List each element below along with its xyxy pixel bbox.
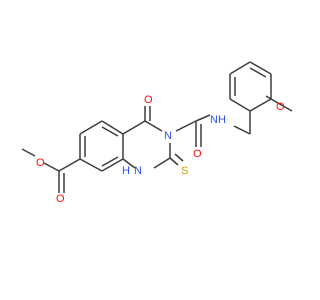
chemical-structure: O O O N H N S O NH O	[21, 61, 293, 205]
amide-oxygen-label: O	[193, 148, 202, 160]
atom-labels: O O O N H N S O NH O	[36, 94, 285, 205]
thione-sulfur-label: S	[181, 165, 188, 177]
ester-oxygen-label: O	[36, 157, 45, 169]
bond-lines	[21, 61, 293, 193]
methoxy-oxygen-label: O	[276, 101, 285, 113]
ring-nitrogen-label: N	[164, 130, 172, 142]
ring-carbonyl-oxygen-label: O	[144, 94, 153, 106]
amide-nh-label: NH	[210, 114, 226, 126]
ring-nh-nitrogen-label: N	[134, 165, 142, 177]
ester-carbonyl-oxygen-label: O	[56, 193, 65, 205]
ring-nh-hydrogen-label: H	[122, 165, 130, 177]
